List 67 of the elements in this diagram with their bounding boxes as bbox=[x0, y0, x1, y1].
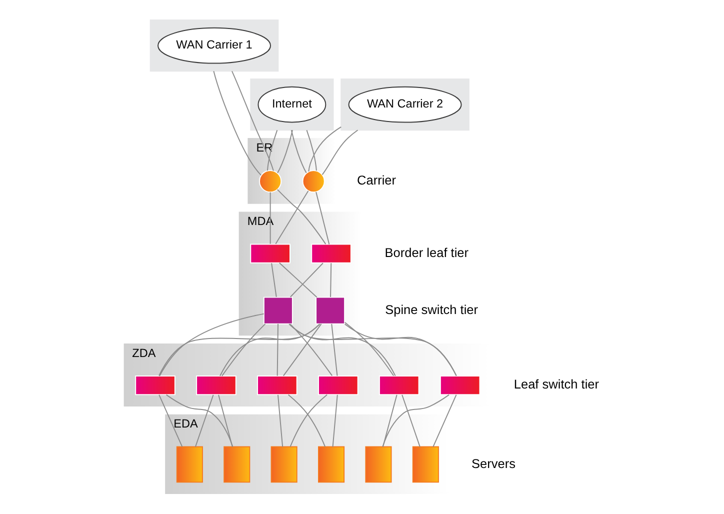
connector bbox=[158, 394, 182, 448]
node-circle bbox=[302, 170, 324, 193]
label: Border leaf tier bbox=[384, 244, 468, 260]
node-box bbox=[196, 375, 236, 396]
node-box bbox=[318, 375, 358, 396]
connector bbox=[230, 70, 274, 172]
node-ellipse: Internet bbox=[257, 86, 326, 123]
connector bbox=[290, 130, 306, 174]
node-box bbox=[223, 446, 250, 483]
connector bbox=[330, 323, 338, 376]
node-box bbox=[412, 446, 438, 483]
label: Carrier bbox=[356, 172, 396, 188]
connector bbox=[306, 130, 316, 172]
label: Servers bbox=[471, 456, 516, 471]
connector bbox=[276, 394, 283, 448]
cluster bbox=[149, 20, 278, 72]
connector bbox=[344, 324, 456, 376]
node-box bbox=[439, 375, 480, 396]
connector bbox=[288, 324, 456, 376]
node-box bbox=[364, 446, 392, 483]
node-box bbox=[318, 446, 344, 483]
node-ellipse: WAN Carrier 1 bbox=[157, 27, 270, 64]
node-box bbox=[270, 446, 297, 483]
cluster bbox=[340, 78, 469, 131]
connector bbox=[288, 324, 396, 376]
connector bbox=[219, 324, 320, 376]
connector bbox=[332, 394, 338, 448]
connector bbox=[289, 324, 332, 376]
connector bbox=[158, 313, 264, 376]
connector bbox=[315, 192, 330, 245]
cluster bbox=[250, 78, 334, 131]
node-ellipse: WAN Carrier 2 bbox=[348, 86, 462, 123]
connector bbox=[330, 262, 332, 298]
connector bbox=[165, 394, 233, 448]
connector bbox=[218, 394, 232, 448]
connector bbox=[282, 323, 322, 376]
node-circle bbox=[258, 170, 282, 193]
label: Leaf switch tier bbox=[513, 376, 599, 392]
connector bbox=[274, 190, 308, 244]
node-box bbox=[256, 375, 297, 396]
node-box bbox=[250, 244, 290, 264]
node-box bbox=[262, 296, 292, 324]
connector bbox=[194, 394, 214, 448]
label: Spine switch tier bbox=[384, 302, 478, 317]
node-box bbox=[378, 375, 419, 396]
connector bbox=[432, 394, 456, 448]
node-box bbox=[134, 375, 175, 396]
connector bbox=[278, 262, 317, 298]
connector bbox=[401, 394, 420, 448]
connector bbox=[270, 262, 276, 298]
node-box bbox=[176, 446, 202, 483]
connector bbox=[344, 322, 394, 376]
connector bbox=[289, 262, 323, 298]
connector bbox=[382, 394, 449, 448]
node-box bbox=[315, 296, 345, 324]
connector bbox=[266, 130, 278, 172]
connector bbox=[382, 394, 397, 448]
connector bbox=[269, 192, 270, 244]
connector bbox=[158, 324, 320, 376]
connector bbox=[212, 70, 262, 176]
connector bbox=[276, 130, 292, 174]
node-box bbox=[310, 244, 351, 264]
connector bbox=[221, 323, 266, 376]
connector bbox=[321, 130, 358, 176]
connector bbox=[276, 323, 278, 376]
connector bbox=[308, 126, 342, 172]
connector bbox=[276, 189, 326, 245]
